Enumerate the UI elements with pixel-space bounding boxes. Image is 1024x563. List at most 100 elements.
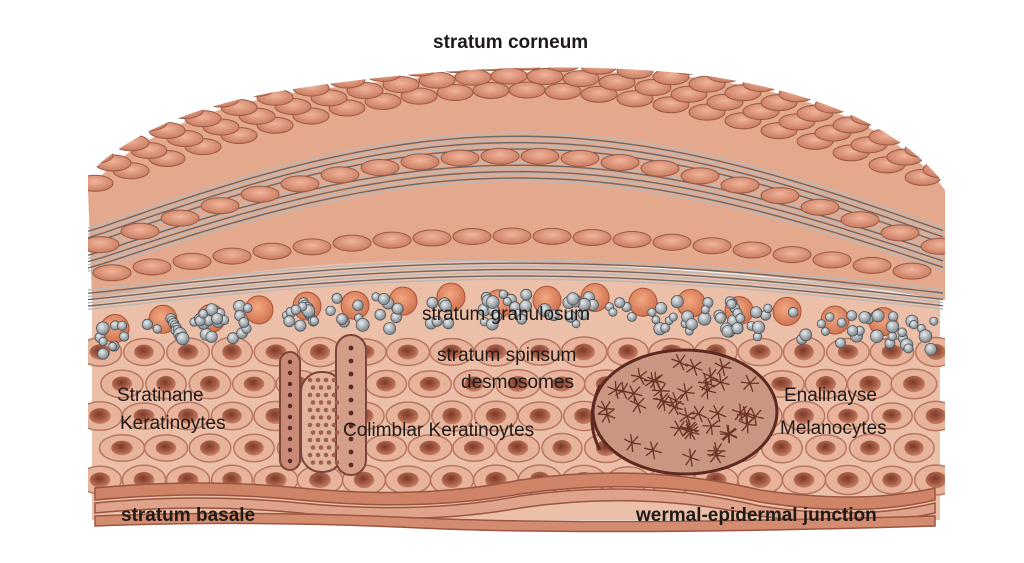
dendrite (711, 376, 712, 385)
granule-dot (327, 385, 332, 390)
keratohyalin-granule (375, 309, 386, 320)
keratohyalin-granule (648, 308, 656, 316)
keratohyalin-granule (153, 325, 162, 334)
flat-cell (437, 56, 473, 72)
flat-cell (213, 248, 251, 264)
granule-dot (324, 393, 329, 398)
flat-cell (293, 239, 331, 255)
granule-dot (349, 385, 354, 390)
spinous-nucleus (882, 472, 901, 487)
keratohyalin-granule (836, 338, 846, 348)
flat-cell (347, 55, 383, 71)
spinous-nucleus (772, 440, 791, 456)
flat-cell (493, 228, 531, 244)
spinous-nucleus (749, 345, 770, 360)
granule-dot (349, 359, 354, 364)
flat-cell (185, 83, 221, 99)
keratohyalin-granule (872, 310, 884, 322)
flat-cell (131, 87, 167, 103)
flat-cell (721, 177, 759, 193)
flat-cell (113, 107, 149, 123)
granule-dot (335, 430, 340, 435)
spinous-nucleus (310, 344, 330, 360)
flat-cell (333, 235, 371, 251)
flat-cell (93, 265, 131, 281)
flat-cell (253, 243, 291, 259)
label-stratum-spinsum: stratum spinsum (437, 345, 576, 367)
granule-dot (308, 453, 313, 458)
flat-cell (693, 238, 731, 254)
granule-dot (319, 415, 324, 420)
keratohyalin-granule (825, 313, 834, 322)
granule-dot (311, 415, 316, 420)
spinous-nucleus (552, 440, 571, 456)
flat-cell (725, 57, 761, 73)
spinous-nucleus (904, 440, 923, 456)
granule-dot (327, 430, 332, 435)
label-stratum-basale: stratum basale (121, 505, 255, 527)
flat-cell (241, 186, 279, 202)
flat-cell (801, 199, 839, 215)
flat-cell (95, 155, 131, 171)
granule-dot (324, 453, 329, 458)
spinous-nucleus (222, 344, 241, 360)
flat-cell (281, 176, 319, 192)
columnar-cell-left (280, 352, 300, 470)
flat-cell (743, 76, 779, 92)
granule-dot (319, 445, 324, 450)
granule-dot (324, 438, 329, 443)
granule-dot (349, 372, 354, 377)
flat-cell (161, 210, 199, 226)
flat-cell (545, 55, 581, 71)
keratohyalin-granule (888, 312, 898, 322)
label-desmosomes: desmosomes (461, 372, 574, 394)
granule-dot (335, 415, 340, 420)
flat-cell (95, 99, 131, 115)
keratohyalin-granule (291, 305, 301, 315)
label-stratum-corneum: stratum corneum (433, 32, 588, 54)
flat-cell (113, 79, 149, 95)
spinous-nucleus (420, 441, 441, 455)
dendrite (746, 415, 747, 424)
granule-dot (327, 460, 332, 465)
keratohyalin-granule (206, 331, 217, 342)
flat-cell (905, 113, 941, 129)
flat-cell (131, 115, 167, 131)
spinous-nucleus (794, 472, 815, 487)
granule-dot (308, 408, 313, 413)
keratohyalin-granule (120, 332, 129, 341)
label-left-line1: Stratinane (117, 385, 204, 407)
spinous-nucleus (134, 345, 154, 360)
dendrite (711, 426, 712, 435)
granule-dot (316, 438, 321, 443)
spinous-nucleus (156, 441, 177, 455)
flat-cell (275, 71, 311, 87)
keratohyalin-granule (847, 311, 857, 321)
granule-dot (316, 393, 321, 398)
keratohyalin-granule (98, 348, 109, 359)
dendrite (748, 424, 757, 425)
spinous-nucleus (816, 441, 835, 455)
granule-dot (288, 415, 292, 419)
granule-dot (349, 346, 354, 351)
granule-dot (319, 400, 324, 405)
flat-cell (851, 81, 887, 97)
keratohyalin-granule (821, 328, 829, 336)
keratohyalin-granule (97, 322, 110, 335)
keratohyalin-granule (655, 302, 667, 314)
keratohyalin-granule (727, 299, 737, 309)
flat-cell (167, 75, 203, 91)
flat-cell (311, 62, 347, 78)
keratohyalin-granule (671, 296, 683, 308)
flat-cell (185, 111, 221, 127)
spinous-nucleus (860, 441, 880, 456)
granule-dot (311, 430, 316, 435)
flat-cell (773, 247, 811, 263)
flat-cell (293, 80, 329, 96)
keratohyalin-granule (521, 289, 532, 300)
granule-dot (332, 408, 337, 413)
keratohyalin-granule (870, 330, 883, 343)
keratohyalin-granule (142, 319, 152, 329)
flat-cell (833, 61, 869, 77)
